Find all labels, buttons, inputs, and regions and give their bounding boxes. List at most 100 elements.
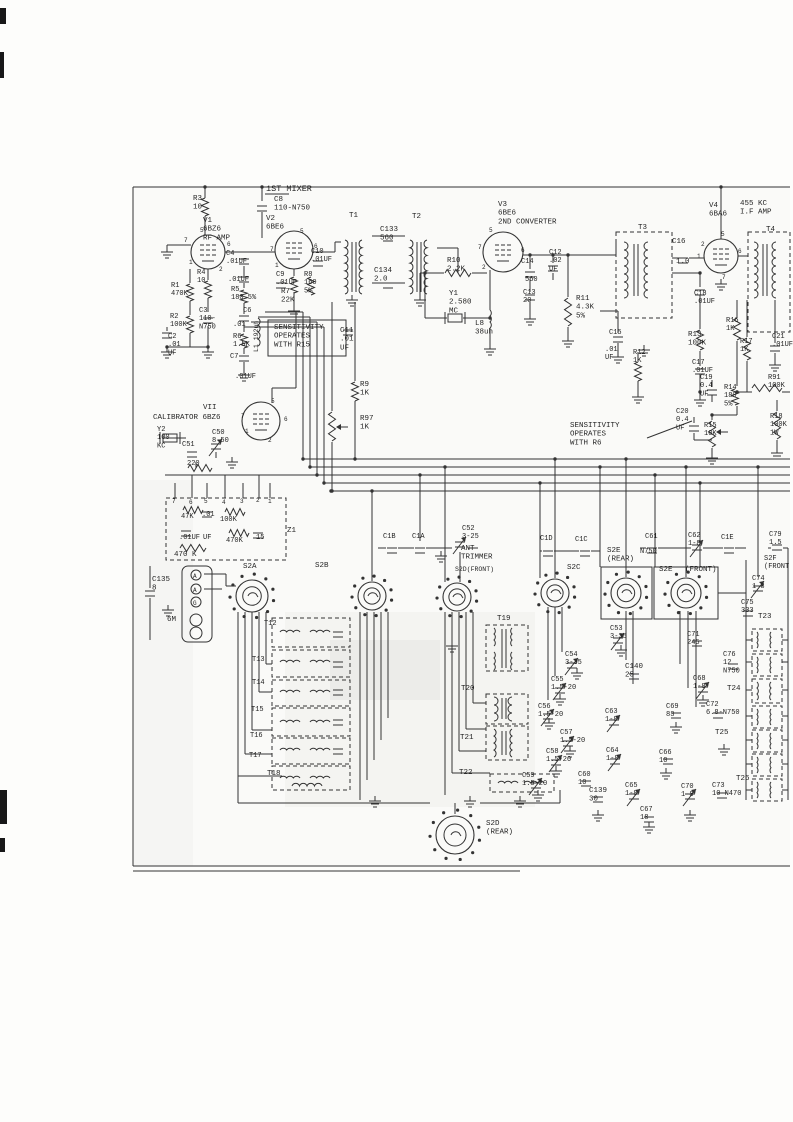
resistor [563, 297, 573, 327]
component-label: T16 [250, 732, 263, 740]
varcap-arrowhead [698, 540, 703, 545]
component-label: S2F(FRONT [764, 555, 789, 571]
coil [756, 708, 759, 726]
rotary-switch-inner [443, 823, 467, 847]
switch-contact [389, 598, 394, 602]
shield-box [615, 231, 673, 319]
switch-contact [544, 573, 548, 577]
component-label: 1 [268, 498, 272, 505]
junction-dot [308, 465, 312, 469]
component-label: S2E(REAR) [607, 547, 634, 564]
shield-box [485, 624, 529, 672]
coil [497, 780, 519, 784]
component-label: 1 [275, 262, 279, 269]
component-label: 7 [241, 413, 245, 420]
terminal [190, 569, 202, 581]
resistor [350, 381, 360, 402]
component-label: 470 K [174, 551, 197, 559]
switch-contact [674, 572, 679, 576]
switch-contact [637, 575, 641, 579]
switch-contact [384, 608, 388, 612]
component-label: C1C [575, 536, 588, 544]
component-label: 6 [227, 241, 231, 248]
switch-contact [435, 596, 439, 600]
coil [753, 241, 759, 299]
switch-contact [469, 609, 473, 613]
coil [279, 689, 301, 693]
coil [769, 756, 772, 774]
resistor [203, 280, 213, 299]
switch-contact [442, 811, 446, 815]
rotary-switch [610, 577, 642, 609]
varcap-arrowhead [615, 715, 620, 720]
switch-contact [459, 614, 463, 619]
component-label: C51 [182, 441, 195, 449]
coil [756, 756, 759, 774]
shield-box [271, 649, 351, 678]
switch-contact [467, 579, 472, 584]
varcap-arrowhead [557, 755, 562, 760]
scan-shading [330, 640, 440, 700]
switch-contact [444, 856, 448, 860]
switch-contact [704, 584, 708, 589]
shield-box [747, 231, 791, 333]
switch-contact [361, 576, 365, 580]
switch-contact [704, 595, 709, 599]
junction-dot [528, 253, 532, 257]
coil [493, 651, 496, 671]
switch-wiper [681, 589, 693, 595]
shield-box [751, 678, 783, 704]
component-label: S2A [243, 563, 257, 571]
switch-contact [614, 572, 619, 576]
component-label: N750 [640, 548, 657, 556]
component-label: Z1 [287, 527, 297, 535]
terminal [189, 613, 203, 627]
component-label: S2C [567, 564, 581, 572]
switch-contact [607, 603, 611, 607]
coil [769, 781, 772, 799]
pot-arrow [716, 429, 721, 435]
shield-box [489, 773, 555, 793]
switch-wiper [452, 593, 464, 599]
crystal [447, 313, 463, 323]
junction-dot [443, 465, 447, 469]
component-label: T3 [638, 224, 648, 232]
component-label: 2 [701, 241, 705, 248]
junction-dot [315, 473, 319, 477]
coil [291, 782, 323, 788]
coil [756, 732, 759, 750]
junction-dot [653, 473, 657, 477]
shield-box [485, 725, 529, 761]
terminal-strip [181, 565, 213, 643]
component-label: 6 [521, 247, 525, 254]
varcap-arrowhead [537, 778, 542, 783]
varcap-arrowhead [704, 682, 709, 687]
switch-wiper [621, 589, 633, 595]
switch-wiper [450, 831, 462, 837]
coil [309, 659, 331, 663]
switch-contact [271, 598, 276, 603]
coil [309, 629, 331, 633]
resistor [185, 283, 195, 302]
switch-contact [676, 611, 681, 615]
switch-contact [431, 820, 435, 825]
switch-contact [666, 580, 670, 585]
component-label: S2D(REAR) [486, 820, 513, 837]
resistor [327, 411, 337, 442]
varcap-arrowhead [549, 709, 554, 714]
shield-box [751, 653, 783, 677]
coil [523, 780, 545, 784]
